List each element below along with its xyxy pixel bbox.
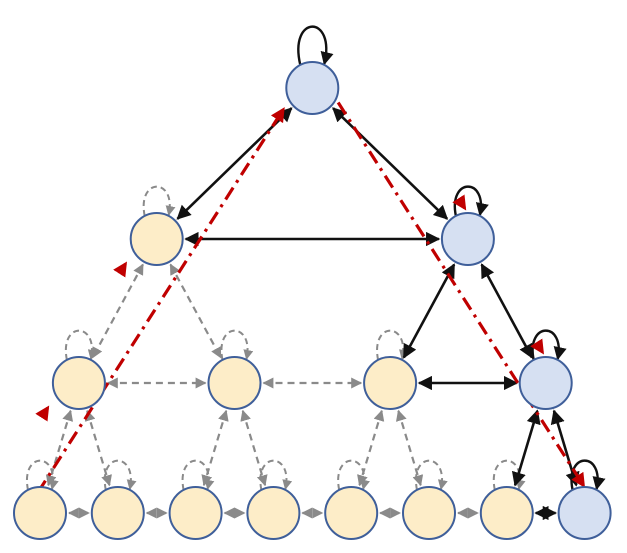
node-n13 (479, 486, 534, 540)
node-n12 (402, 486, 456, 540)
self-loop-n5 (376, 329, 409, 361)
edge-n0-n1 (176, 107, 293, 220)
edge-n6-n14 (550, 409, 580, 487)
node-n9 (168, 486, 223, 540)
highlight-path-0 (36, 107, 285, 494)
self-loop-n13 (492, 459, 526, 491)
self-loop-n6 (531, 329, 567, 361)
node-n0 (285, 61, 340, 115)
self-loop-n3 (64, 329, 98, 361)
edge-n1-n4 (169, 263, 222, 359)
highlight-path-0-arrow-1 (35, 405, 50, 422)
edge-n3-n8 (84, 409, 112, 487)
self-loop-n0 (297, 25, 334, 66)
self-loop-n8 (103, 459, 137, 491)
node-n4 (207, 356, 262, 410)
self-loop-n10 (259, 459, 293, 491)
edge-n4-n9 (201, 409, 229, 487)
self-loop-n2 (453, 185, 489, 217)
self-loop-n9 (181, 459, 215, 491)
node-n6 (518, 356, 573, 410)
node-n3 (51, 356, 106, 410)
highlight-path-0-arrow-2 (113, 261, 127, 278)
self-loop-n1 (142, 185, 176, 217)
highlight-path-1-arrow-2 (530, 338, 544, 355)
edge-n5-n12 (395, 409, 424, 487)
node-n7 (13, 486, 67, 540)
highlight-path-1-arrow-1 (452, 194, 467, 211)
self-loop-n4 (220, 329, 254, 361)
edge-n2-n6 (480, 263, 534, 359)
nodes (13, 61, 612, 540)
edge-n3-n7 (45, 409, 74, 487)
node-n1 (129, 212, 184, 266)
node-n10 (246, 486, 301, 540)
self-loop-n12 (414, 459, 448, 491)
node-n14 (557, 486, 612, 540)
edges (45, 107, 580, 521)
highlight-path-1 (336, 101, 586, 488)
edge-n1-n3 (91, 263, 144, 359)
node-n2 (440, 212, 495, 266)
edge-n0-n2 (332, 107, 449, 220)
edge-n6-n13 (511, 409, 541, 487)
edge-n5-n11 (357, 409, 385, 487)
highlight-paths (35, 101, 586, 494)
self-loop-n11 (337, 459, 370, 491)
edge-n4-n10 (240, 409, 268, 487)
node-n8 (90, 486, 145, 540)
node-n5 (363, 356, 418, 410)
edge-n2-n5 (402, 263, 456, 359)
node-n11 (324, 486, 379, 540)
